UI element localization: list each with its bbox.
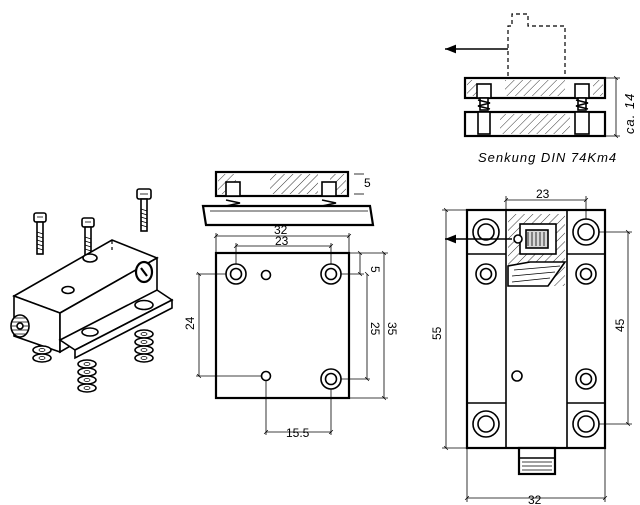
screw-right [136, 188, 152, 232]
top-section-view: ca. 14 Senkung DIN 74Km4 [445, 13, 637, 165]
dim-plan-height-55: 55 [430, 326, 444, 340]
countersink-note: Senkung DIN 74Km4 [478, 150, 617, 165]
dim-front-height-35: 35 [385, 322, 399, 336]
knurled-bolt [10, 314, 30, 338]
dim-section-height: ca. 14 [622, 93, 637, 134]
dim-plan-top: 23 [536, 187, 550, 201]
screw-middle [81, 217, 95, 258]
latch-body [12, 239, 159, 354]
front-view: 32 23 24 5 25 35 15.5 [183, 223, 399, 440]
plan-view: 23 55 45 32 [430, 187, 632, 505]
dim-front-bottom: 15.5 [286, 426, 310, 440]
dim-front-hole-spacing: 23 [275, 234, 289, 248]
dim-plan-height-45: 45 [613, 318, 627, 332]
dim-front-top-offset: 5 [368, 266, 382, 273]
isometric-assembly-view [10, 188, 174, 393]
dim-front-width: 32 [274, 223, 288, 237]
side-section-view: 5 [201, 170, 375, 227]
screw-left [33, 212, 47, 255]
dim-side-thickness: 5 [364, 176, 371, 190]
washer-stacks [32, 329, 154, 393]
dim-plan-bottom: 32 [528, 493, 542, 505]
dim-front-height-24: 24 [183, 316, 197, 330]
dim-front-height-25: 25 [368, 322, 382, 336]
base-plate [58, 289, 174, 360]
